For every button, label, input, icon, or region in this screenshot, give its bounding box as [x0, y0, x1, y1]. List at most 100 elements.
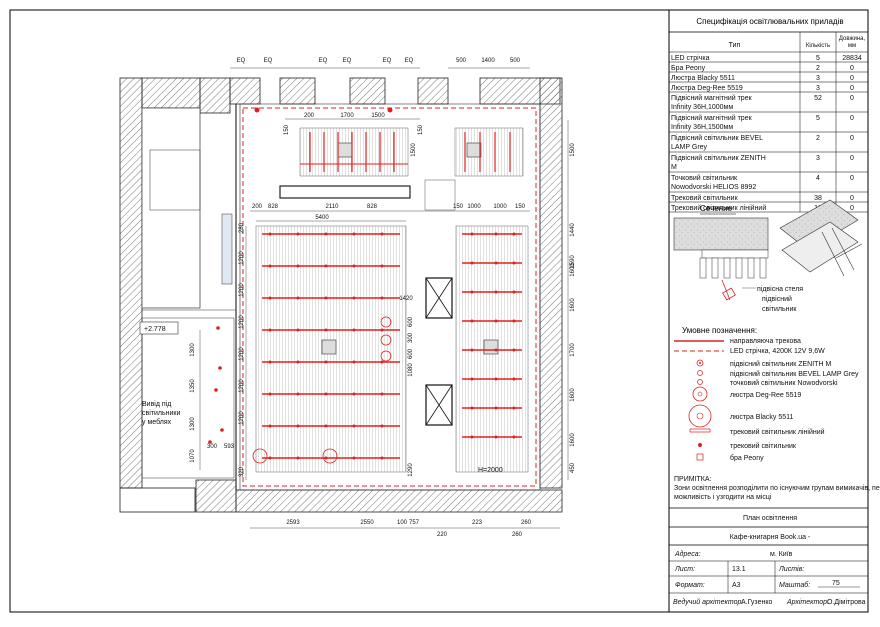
dim-vert-left: 320 [239, 466, 245, 477]
scale-label: Маштаб: [779, 581, 810, 589]
note-line-2: можливість і узгодити на місці [674, 493, 772, 501]
spec-header-qty: Кількість [806, 43, 830, 49]
track-light [352, 424, 356, 428]
track-light [380, 360, 384, 364]
track-light [494, 406, 498, 410]
track-light [268, 328, 272, 332]
track-light [512, 319, 516, 323]
spec-row-length: 0 [850, 85, 854, 92]
track-light [324, 392, 328, 396]
track-light [352, 296, 356, 300]
dim-top: EQ [343, 58, 352, 64]
track-light [470, 290, 474, 294]
dim-bottom: 260 [521, 520, 532, 526]
track-light [296, 392, 300, 396]
architect-label: Ведучий архітектор: [673, 598, 743, 606]
dim-vert-right: 450 [570, 462, 576, 473]
spec-row-type: Люстра Blacky 5511 [671, 75, 735, 82]
track-light [470, 377, 474, 381]
track-light [380, 264, 384, 268]
legend-item-label: трековий світильник лінійний [730, 428, 825, 436]
track-light [352, 456, 356, 460]
section-detail: Сечение підвісна стеля підвісний світиль… [673, 199, 863, 313]
dim-vert-left: 280 [239, 222, 245, 233]
architect2-label: Архітектор: [786, 598, 829, 606]
track-light [512, 435, 516, 439]
dim-vert-right: 1590 [570, 255, 576, 269]
track-light [512, 348, 516, 352]
furniture-note-1: Вивід під [142, 400, 171, 408]
dim-upper: 150 [418, 124, 424, 135]
track-light [268, 232, 272, 236]
format-value: А3 [732, 582, 741, 589]
dim-vert-right: 1500 [570, 143, 576, 157]
track-light [324, 456, 328, 460]
spec-row-length: 0 [850, 175, 854, 182]
track-light [380, 424, 384, 428]
track-light [512, 232, 516, 236]
track-light [268, 360, 272, 364]
track-light [380, 232, 384, 236]
section-label-ceiling: підвісна стеля [757, 285, 803, 293]
track-light [470, 261, 474, 265]
track-light [512, 290, 516, 294]
track-light [494, 377, 498, 381]
dim-bottom: 757 [409, 520, 420, 526]
dim-mid: 1000 [493, 204, 507, 210]
dim-vert-right: 1500 [411, 143, 417, 157]
dim-left: 1300 [190, 417, 196, 431]
track-light [352, 264, 356, 268]
dim-vert-left: 1200 [239, 379, 245, 393]
track-light [512, 261, 516, 265]
track-light [494, 232, 498, 236]
drawing-name: План освітлення [743, 514, 797, 522]
note-line-1: Зони освітлення розподілити по існуючим … [674, 484, 880, 492]
spec-row-type: LED стрічка [671, 54, 710, 62]
track-light [324, 296, 328, 300]
scale-value: 75 [832, 580, 840, 587]
dim-vert-left: 1200 [239, 411, 245, 425]
dim-inner: 600 [408, 316, 414, 327]
track-light [324, 264, 328, 268]
level-mark: +2.778 [144, 326, 166, 333]
spec-row-type: Підвісний світильник BEVEL [671, 134, 763, 142]
legend-item-label: люстра Deg-Ree 5519 [730, 392, 801, 399]
spec-row-qty: 5 [816, 115, 820, 122]
legend-item-label: направляюча трекова [730, 338, 801, 345]
spec-row-type: Infinity 36Н,1500мм [671, 124, 733, 131]
spec-row-length: 0 [850, 75, 854, 82]
dim-top: 500 [510, 58, 521, 64]
dim-top: EQ [383, 58, 392, 64]
dim-left: 300 [207, 444, 218, 450]
track-light [470, 406, 474, 410]
track-light [296, 328, 300, 332]
track-light [268, 424, 272, 428]
track-light [296, 264, 300, 268]
spec-row-type: Люстра Deg-Ree 5519 [671, 85, 743, 92]
spec-row-qty: 3 [816, 85, 820, 92]
dim-vert-left: 1200 [239, 251, 245, 265]
address-label: Адреса: [674, 550, 701, 558]
spec-row-qty: 52 [814, 95, 822, 102]
dim-mid: 2110 [326, 204, 340, 210]
track-light [324, 232, 328, 236]
dim-vert-right: 1600 [570, 298, 576, 312]
dim-bottom: 220 [437, 532, 448, 538]
section-title: Сечение [700, 204, 732, 213]
dim-5400: 5400 [315, 215, 329, 221]
spec-row-type: LAMP Grey [671, 144, 708, 151]
dim-mid: 828 [268, 204, 279, 210]
spec-row-length: 0 [850, 65, 854, 72]
sheet-label: Лист: [674, 566, 695, 573]
dim-top: 1400 [481, 58, 495, 64]
track-light [380, 456, 384, 460]
dim-mid: 828 [367, 204, 378, 210]
legend-item-label: підвісний світильник BEVEL LAMP Grey [730, 370, 859, 378]
dim-vert-right: 1700 [570, 343, 576, 357]
dim-top: 500 [456, 58, 467, 64]
spec-row-length: 0 [850, 95, 854, 102]
dim-mid: 150 [453, 204, 464, 210]
track-light [268, 296, 272, 300]
